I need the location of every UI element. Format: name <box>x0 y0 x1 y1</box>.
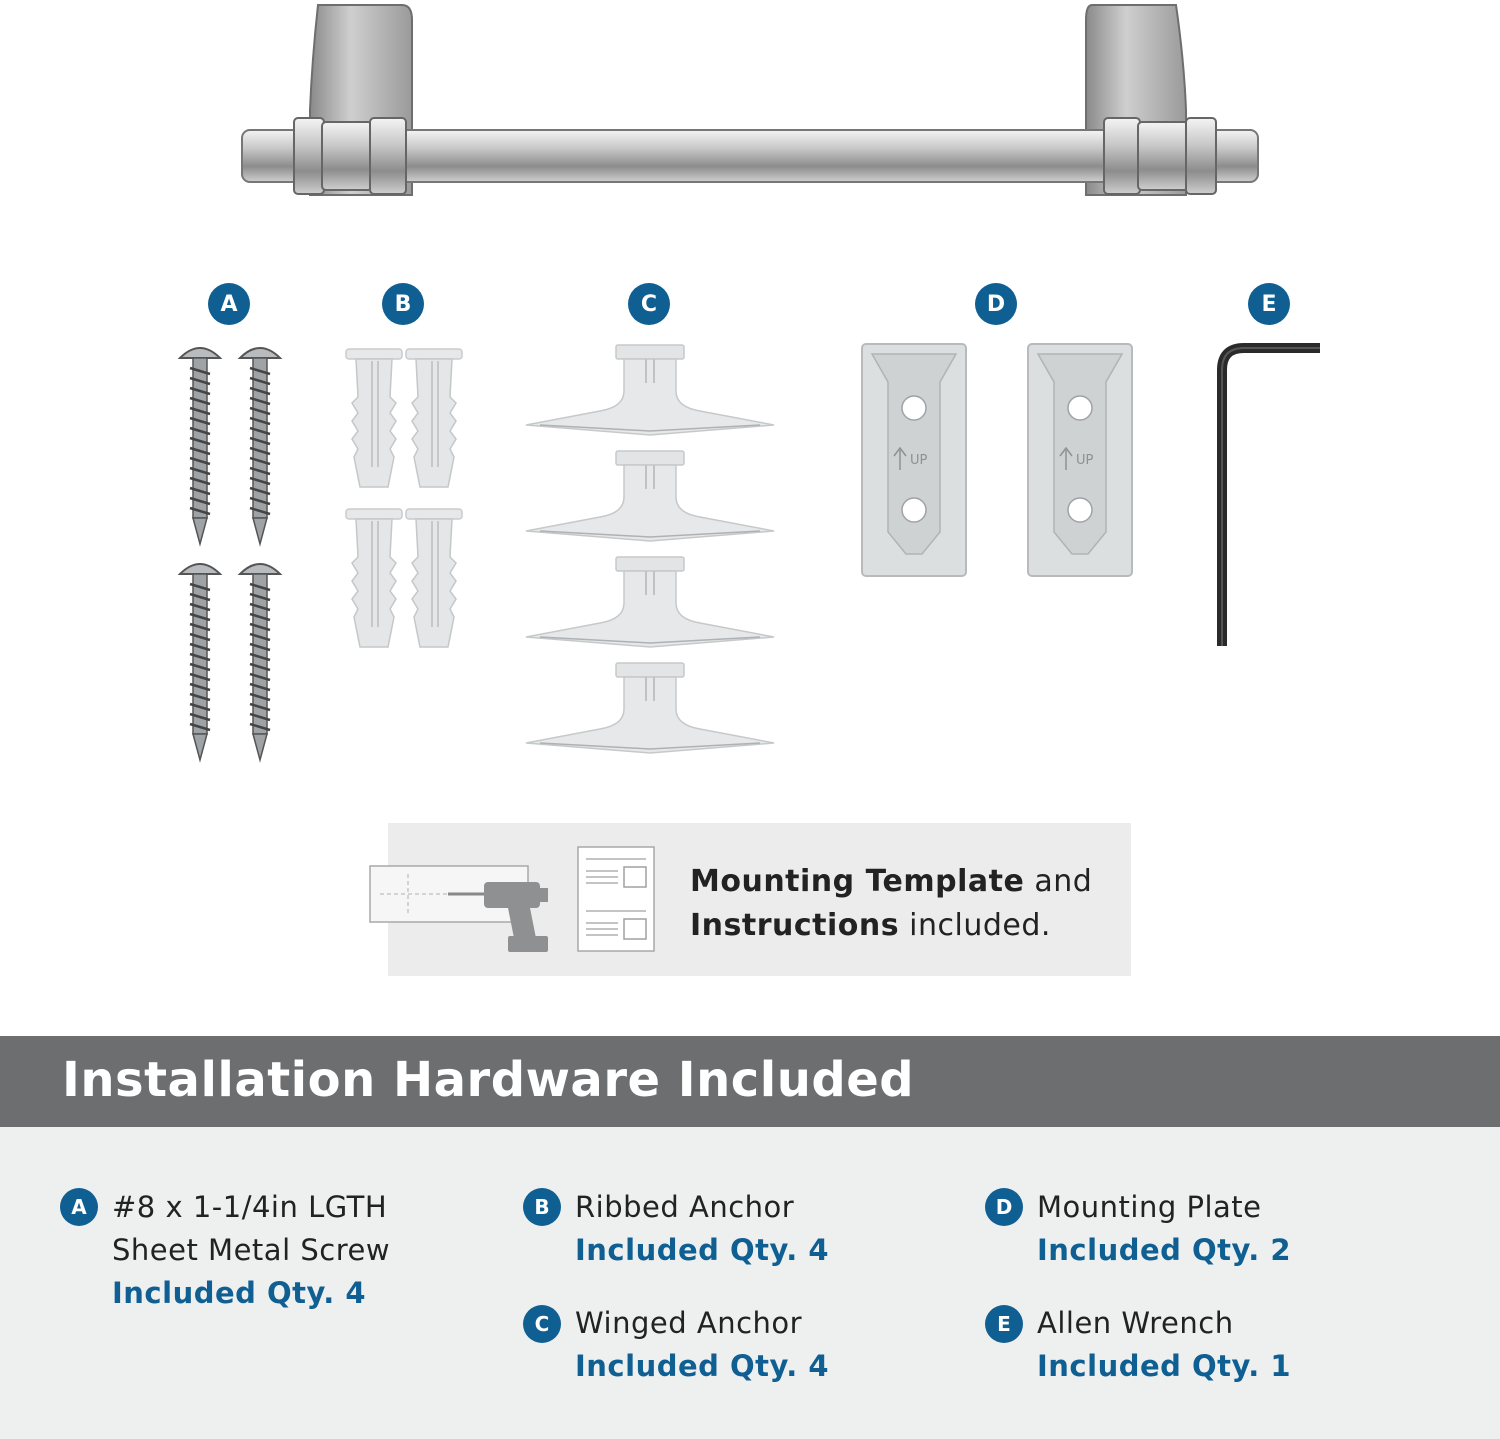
template-note-rest-2: included. <box>899 908 1051 943</box>
legend-item-e: Allen Wrench Included Qty. 1 <box>1037 1302 1291 1388</box>
ribbed-anchors-image <box>345 348 463 648</box>
legend-item-c-qty: Included Qty. 4 <box>575 1349 830 1383</box>
legend-item-a-line1: #8 x 1-1/4in LGTH <box>112 1190 388 1224</box>
section-header-band <box>0 1036 1500 1127</box>
legend-badge-e: E <box>985 1305 1023 1343</box>
legend-item-e-line1: Allen Wrench <box>1037 1306 1234 1340</box>
legend-badge-d: D <box>985 1188 1023 1226</box>
instructions-sheet-icon <box>577 846 655 952</box>
legend-badge-b: B <box>523 1188 561 1226</box>
legend-item-b-line1: Ribbed Anchor <box>575 1190 795 1224</box>
legend-badge-a: A <box>60 1188 98 1226</box>
legend-item-d: Mounting Plate Included Qty. 2 <box>1037 1186 1291 1272</box>
hardware-legend <box>0 1127 1500 1439</box>
template-note-bold-2: Instructions <box>690 908 900 943</box>
badge-c: C <box>628 283 670 325</box>
allen-wrench-image <box>1217 343 1320 646</box>
legend-item-a: #8 x 1-1/4in LGTH Sheet Metal Screw Incl… <box>112 1186 390 1315</box>
legend-item-d-qty: Included Qty. 2 <box>1037 1233 1292 1267</box>
mounting-plate-right: UP <box>1027 343 1133 577</box>
legend-item-e-qty: Included Qty. 1 <box>1037 1349 1292 1383</box>
legend-item-a-qty: Included Qty. 4 <box>112 1276 367 1310</box>
screws-image <box>178 346 282 762</box>
badge-a: A <box>208 283 250 325</box>
legend-item-c: Winged Anchor Included Qty. 4 <box>575 1302 829 1388</box>
legend-item-a-line2: Sheet Metal Screw <box>112 1233 391 1267</box>
template-note-rest-1: and <box>1024 864 1093 899</box>
legend-item-b-qty: Included Qty. 4 <box>575 1233 830 1267</box>
badge-e: E <box>1248 283 1290 325</box>
section-title: Installation Hardware Included <box>62 1052 915 1108</box>
mounting-plate-left: UP <box>861 343 967 577</box>
template-note-bold-1: Mounting Template <box>690 864 1025 899</box>
drill-template-icon <box>369 865 548 952</box>
badge-b: B <box>382 283 424 325</box>
winged-anchors-image <box>525 344 775 754</box>
legend-item-c-line1: Winged Anchor <box>575 1306 803 1340</box>
towel-bar-image <box>241 4 1259 196</box>
plate-up-label-right: UP <box>1076 453 1094 468</box>
plate-up-label-left: UP <box>910 453 928 468</box>
legend-badge-c: C <box>523 1305 561 1343</box>
legend-item-b: Ribbed Anchor Included Qty. 4 <box>575 1186 829 1272</box>
legend-item-d-line1: Mounting Plate <box>1037 1190 1262 1224</box>
template-note: Mounting Template and Instructions inclu… <box>690 860 1092 948</box>
badge-d: D <box>975 283 1017 325</box>
